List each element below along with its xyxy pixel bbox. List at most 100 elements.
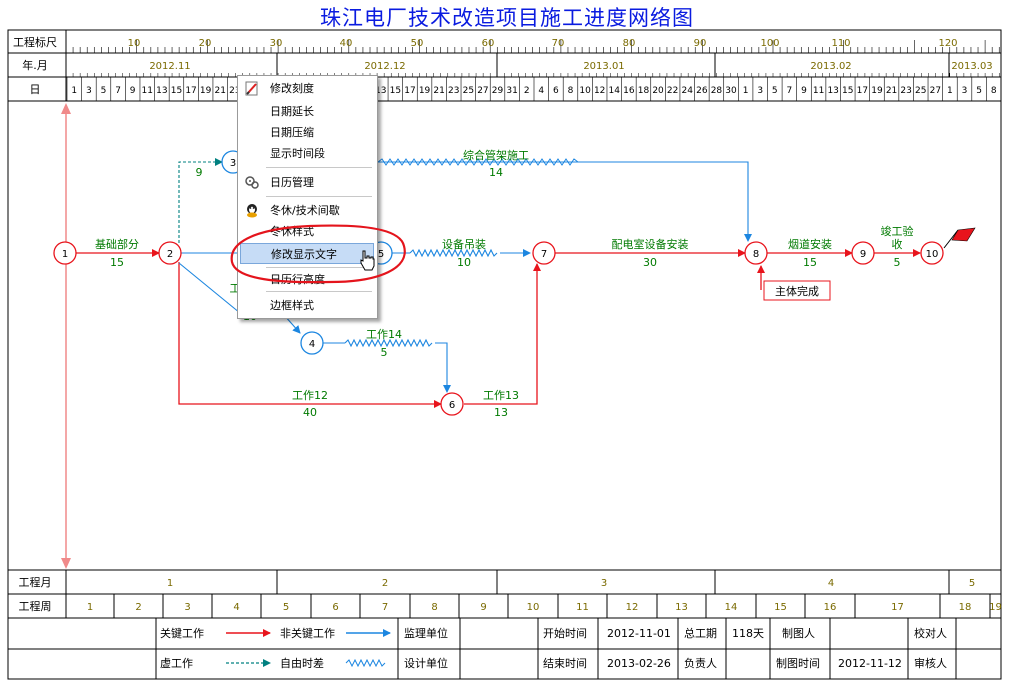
day-label: 1 [743,86,749,96]
ruler-tick-label: 100 [760,38,779,49]
day-label: 1 [71,86,77,96]
project-month-label: 4 [828,578,834,589]
project-week-label: 13 [675,602,688,613]
menu-item-extend-date[interactable]: 日期延长 [270,105,314,118]
project-month-label: 1 [167,578,173,589]
outer-frame [7,29,1002,680]
critical-path [76,249,921,408]
project-month-row-label: 工程月 [19,576,52,589]
node-4: 4 [300,331,324,355]
ruler-tick-label: 50 [411,38,424,49]
day-label: 25 [463,86,474,96]
day-label: 25 [915,86,926,96]
partially-hidden-label: 工 [230,282,241,295]
day-label: 4 [538,86,544,96]
menu-item-calendar-manage[interactable]: 日历管理 [240,172,374,193]
activity-name: 工作13 [483,389,519,402]
start-time-label: 开始时间 [543,626,587,640]
project-week-label: 14 [725,602,738,613]
dummy-duration: 9 [196,166,203,179]
project-week-label: 9 [480,602,486,613]
svg-text:6: 6 [449,400,455,411]
project-week-label: 8 [431,602,437,613]
svg-text:8: 8 [753,249,759,260]
activity-duration: 30 [643,256,657,269]
node-6: 6 [440,392,464,416]
day-label: 15 [171,86,182,96]
menu-separator [266,167,372,168]
ruler-tick-label: 60 [482,38,495,49]
project-week-label: 18 [959,602,972,613]
menu-item-calendar-row-height[interactable]: 日历行高度 [270,273,325,286]
day-label: 19 [200,86,212,96]
menu-item-winter-style[interactable]: 冬休样式 [270,225,314,238]
menu-item-border-style[interactable]: 边框样式 [270,299,314,312]
menu-item-edit-scale[interactable]: 修改刻度 [240,78,374,99]
ruler-tick-label: 110 [831,38,850,49]
project-week-label: 11 [576,602,589,613]
day-label: 7 [115,86,121,96]
node-2: 2 [158,241,182,265]
menu-item-compress-date[interactable]: 日期压缩 [270,126,314,139]
ruler-tick-label: 10 [128,38,141,49]
project-week-label: 7 [382,602,388,613]
legend-noncritical-label: 非关键工作 [280,626,335,640]
project-week-label: 2 [135,602,141,613]
project-week-label: 10 [527,602,540,613]
day-label: 23 [448,86,459,96]
context-menu[interactable]: 修改刻度 日期延长 日期压缩 显示时间段 日历管理 冬休/技术间歇 冬休样式 修… [237,75,378,319]
menu-item-winter-break[interactable]: 冬休/技术间歇 [240,200,374,221]
day-label: 5 [976,86,982,96]
menu-separator [266,196,372,197]
project-week-label: 15 [774,602,787,613]
start-time-value: 2012-11-01 [607,627,671,640]
checker-label: 校对人 [914,626,947,640]
day-label: 13 [827,86,838,96]
project-month-label: 2 [382,578,388,589]
day-label: 5 [101,86,107,96]
day-label: 29 [492,86,504,96]
day-label: 17 [185,86,196,96]
activity-duration: 40 [303,406,317,419]
day-label: 27 [930,86,941,96]
day-label: 3 [86,86,92,96]
node-8: 8 [744,241,768,265]
day-label: 2 [524,86,530,96]
legend-float-label: 自由时差 [280,656,324,670]
menu-item-show-period[interactable]: 显示时间段 [270,147,325,160]
day-label: 30 [725,86,737,96]
info-table: 监理单位 设计单位 开始时间 结束时间 2012-11-01 2013-02-2… [397,618,957,679]
menu-item-edit-display-text[interactable]: 修改显示文字 [240,243,374,264]
month-row-label: 年.月 [22,58,48,72]
activity-duration: 5 [894,256,901,269]
day-label: 11 [142,86,153,96]
activity-name: 综合管架施工 [463,148,529,162]
finish-flag-icon [943,227,976,249]
day-label: 3 [757,86,763,96]
day-label: 19 [419,86,431,96]
legend-dummy-label: 虚工作 [160,657,193,670]
svg-text:收: 收 [892,237,903,251]
day-label: 31 [506,86,517,96]
day-label: 18 [638,86,650,96]
day-label: 15 [842,86,853,96]
activity-duration: 5 [381,346,388,359]
ruler-tick-label: 20 [199,38,212,49]
edit-pencil-icon [245,81,258,96]
project-week-label: 5 [283,602,289,613]
calendar-gear-icon [245,176,259,189]
milestone-box[interactable]: 主体完成 [763,280,831,301]
day-label: 9 [801,86,807,96]
day-label: 13 [156,86,167,96]
day-label: 7 [787,86,793,96]
supervision-unit-label: 监理单位 [404,626,448,640]
day-row-label: 日 [30,83,41,96]
day-label: 1 [947,86,953,96]
day-label: 21 [886,86,897,96]
float-zigzag [377,158,579,166]
node-1: 1 [53,241,77,265]
